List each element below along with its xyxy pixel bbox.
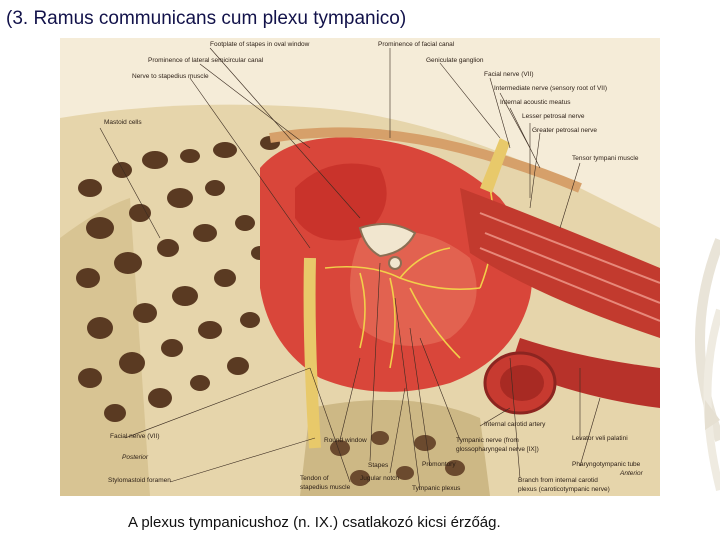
label-branch-carotid-2: plexus (caroticotympanic nerve) [518, 486, 610, 493]
label-branch-carotid-1: Branch from internal carotid [518, 477, 598, 484]
mastoid-cells [76, 136, 304, 422]
label-prominence-facial-canal: Prominence of facial canal [378, 41, 455, 48]
label-prominence-lateral-canal: Prominence of lateral semicircular canal [148, 57, 264, 64]
stapes [358, 223, 417, 258]
label-tympanic-nerve-1: Tympanic nerve (from [456, 437, 519, 444]
label-internal-carotid: Internal carotid artery [484, 421, 546, 428]
label-tendon-stapedius-1: Tendon of [300, 475, 329, 482]
label-footplate: Footplate of stapes in oval window [210, 41, 310, 48]
label-anterior: Anterior [620, 470, 643, 477]
label-posterior: Posterior [122, 454, 149, 461]
label-greater-petrosal: Greater petrosal nerve [532, 127, 598, 134]
label-round-window: Round window [324, 437, 367, 444]
middle-ear-illustration [60, 47, 660, 496]
label-tympanic-nerve-2: glossopharyngeal nerve [IX]) [456, 446, 539, 453]
slide-title: (3. Ramus communicans cum plexu tympanic… [6, 8, 407, 29]
label-stapes: Stapes [368, 462, 389, 469]
label-nerve-stapedius: Nerve to stapedius muscle [132, 73, 209, 80]
label-jugular-notch: Jugular notch [360, 475, 400, 482]
label-intermediate-nerve: Intermediate nerve (sensory root of VII) [494, 85, 608, 92]
slide-caption: A plexus tympanicushoz (n. IX.) csatlako… [128, 514, 501, 531]
label-tympanic-plexus: Tympanic plexus [412, 485, 461, 492]
label-levator-veli-palatini: Levator veli palatini [572, 435, 628, 442]
tympanic-plexus [324, 187, 495, 369]
label-mastoid-cells: Mastoid cells [104, 119, 142, 126]
label-stylomastoid: Stylomastoid foramen [108, 477, 171, 484]
label-tensor-tympani: Tensor tympani muscle [572, 155, 639, 162]
label-internal-acoustic-meatus: Internal acoustic meatus [500, 99, 571, 106]
label-promontory: Promontory [422, 461, 456, 468]
anatomy-figure: Footplate of stapes in oval window Promi… [60, 38, 660, 496]
label-lesser-petrosal: Lesser petrosal nerve [522, 113, 585, 120]
label-facial-nerve-lower: Facial nerve (VII) [110, 433, 160, 440]
label-facial-nerve-upper: Facial nerve (VII) [484, 71, 534, 78]
label-tendon-stapedius-2: stapedius muscle [300, 484, 351, 491]
label-geniculate-ganglion: Geniculate ganglion [426, 57, 484, 64]
decorative-swoosh [695, 238, 720, 491]
label-pharyngotympanic-tube: Pharyngotympanic tube [572, 461, 641, 468]
